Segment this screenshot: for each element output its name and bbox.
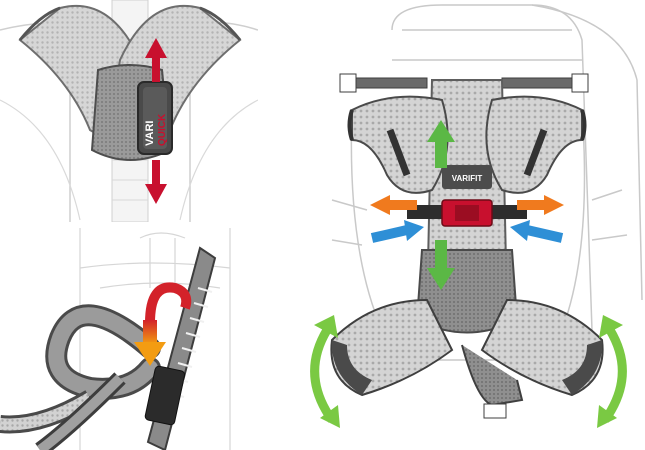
loop-arrow-icon (134, 282, 192, 366)
airflow-in-arrow-icon (370, 220, 564, 243)
left-shoulder-strap (351, 95, 449, 194)
back-system-panel: VARIFIT (292, 0, 645, 450)
back-system-illustration: VARIFIT (310, 4, 643, 428)
left-hipbelt-wing (330, 298, 454, 397)
right-hipbelt-wing (480, 298, 604, 397)
right-shoulder-strap (485, 95, 583, 194)
hipbelt-buckle (483, 403, 507, 419)
badge-text-vari: VARI (144, 121, 156, 146)
badge-text-quick: QUICK (157, 113, 168, 146)
up-arrow-icon (145, 38, 167, 82)
varifit-label: VARIFIT (452, 174, 483, 183)
hipbelt-strap-panel (0, 228, 258, 450)
hipbelt-strap-illustration (0, 228, 231, 450)
vari-quick-badge: VARI QUICK (137, 81, 173, 155)
varifit-strap: VARIFIT (442, 165, 492, 189)
shoulder-adjust-panel: VARI QUICK (0, 0, 258, 222)
down-arrow-icon (145, 160, 167, 204)
vertical-adjust-arrow-icon (427, 120, 455, 290)
airflow-out-arrow-icon (370, 195, 564, 215)
load-lifter-straps (339, 73, 589, 93)
webbing-loop (0, 304, 161, 450)
velcro-tab (144, 365, 186, 426)
shoulder-adjust-illustration: VARI QUICK (0, 0, 258, 222)
sternum-strap (407, 199, 527, 227)
hipbelt-rotation-left-icon (310, 315, 340, 428)
hipbelt-rotation-right-icon (597, 315, 627, 428)
